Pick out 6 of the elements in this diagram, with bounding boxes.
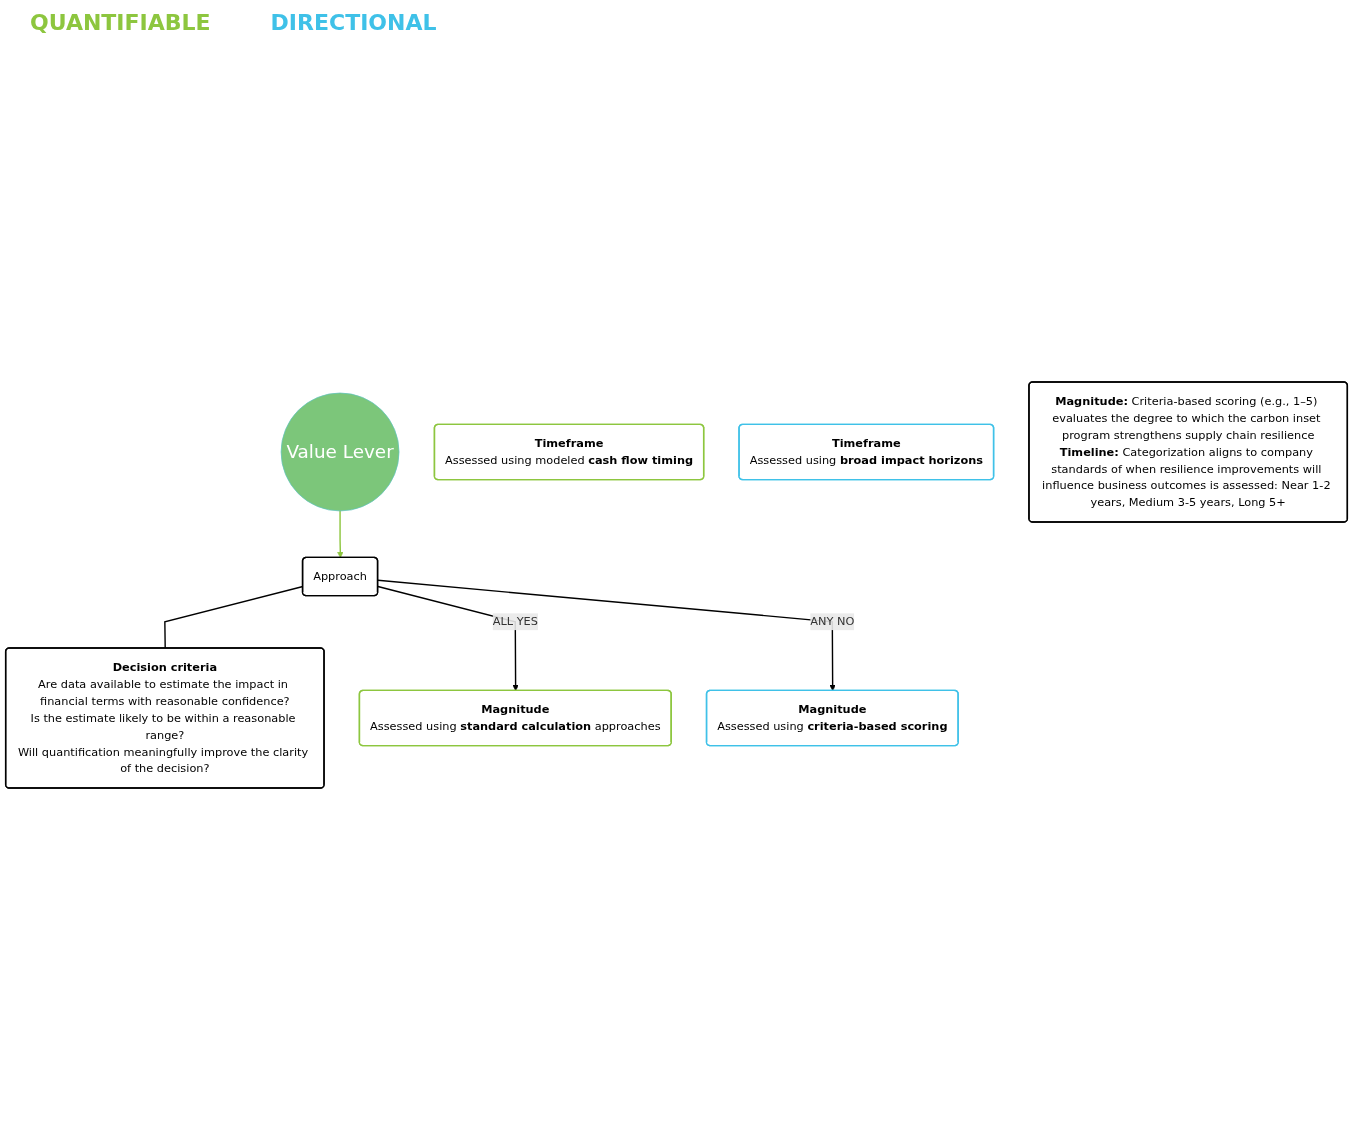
edge-label: ANY NO xyxy=(810,614,855,629)
branch-label: QUANTIFIABLE xyxy=(30,10,211,35)
branch-label: DIRECTIONAL xyxy=(270,10,437,35)
arrow xyxy=(337,510,344,559)
edge-label: ALL YES xyxy=(492,614,538,629)
node-circle: Value Lever xyxy=(280,392,400,512)
